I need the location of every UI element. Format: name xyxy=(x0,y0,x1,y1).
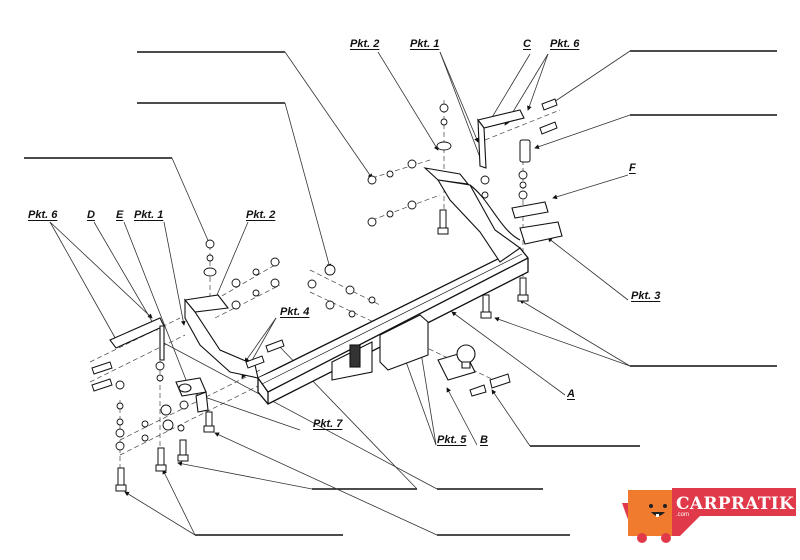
bolt xyxy=(203,411,215,433)
bolt xyxy=(469,384,487,397)
callout-lines xyxy=(24,50,777,536)
bolt xyxy=(489,373,511,389)
label-pkt1-top: Pkt. 1 xyxy=(410,38,440,50)
label-a: A xyxy=(567,388,575,400)
bolt xyxy=(245,355,265,369)
label-pkt6-left: Pkt. 6 xyxy=(28,209,58,221)
bolt xyxy=(115,467,127,492)
right-bracket xyxy=(423,109,563,263)
label-e: E xyxy=(116,209,124,221)
left-bracket xyxy=(109,294,259,413)
label-b: B xyxy=(480,434,488,446)
bolt xyxy=(265,339,285,353)
label-pkt1-left: Pkt. 1 xyxy=(134,209,164,221)
label-pkt2-top: Pkt. 2 xyxy=(350,38,380,50)
bolt xyxy=(155,447,167,472)
bolt xyxy=(91,361,113,375)
label-pkt5: Pkt. 5 xyxy=(437,434,467,446)
mounting-plate xyxy=(331,314,429,381)
carpratik-logo xyxy=(622,488,796,543)
logo-suffix-text: .com xyxy=(676,512,690,518)
bolt xyxy=(480,294,492,319)
bolt xyxy=(519,139,531,163)
bolts xyxy=(91,98,558,492)
label-pkt4: Pkt. 4 xyxy=(280,306,310,318)
bolt xyxy=(177,439,189,462)
tow-ball xyxy=(437,344,476,381)
label-pkt7: Pkt. 7 xyxy=(313,418,343,430)
leader-lines xyxy=(49,50,631,536)
label-pkt6-top: Pkt. 6 xyxy=(550,38,580,50)
logo-brand-text: CARPRATIK xyxy=(676,494,795,514)
bolt xyxy=(517,277,529,302)
crossbar xyxy=(257,247,529,405)
label-f: F xyxy=(629,162,636,174)
bolt xyxy=(91,378,113,392)
washers-nuts xyxy=(115,103,528,451)
bolt xyxy=(541,98,558,111)
label-pkt2-left: Pkt. 2 xyxy=(246,209,276,221)
label-pkt3: Pkt. 3 xyxy=(631,290,661,302)
label-d: D xyxy=(87,209,95,221)
bolt xyxy=(539,121,558,135)
label-c: C xyxy=(523,38,531,50)
bolt xyxy=(437,209,449,235)
